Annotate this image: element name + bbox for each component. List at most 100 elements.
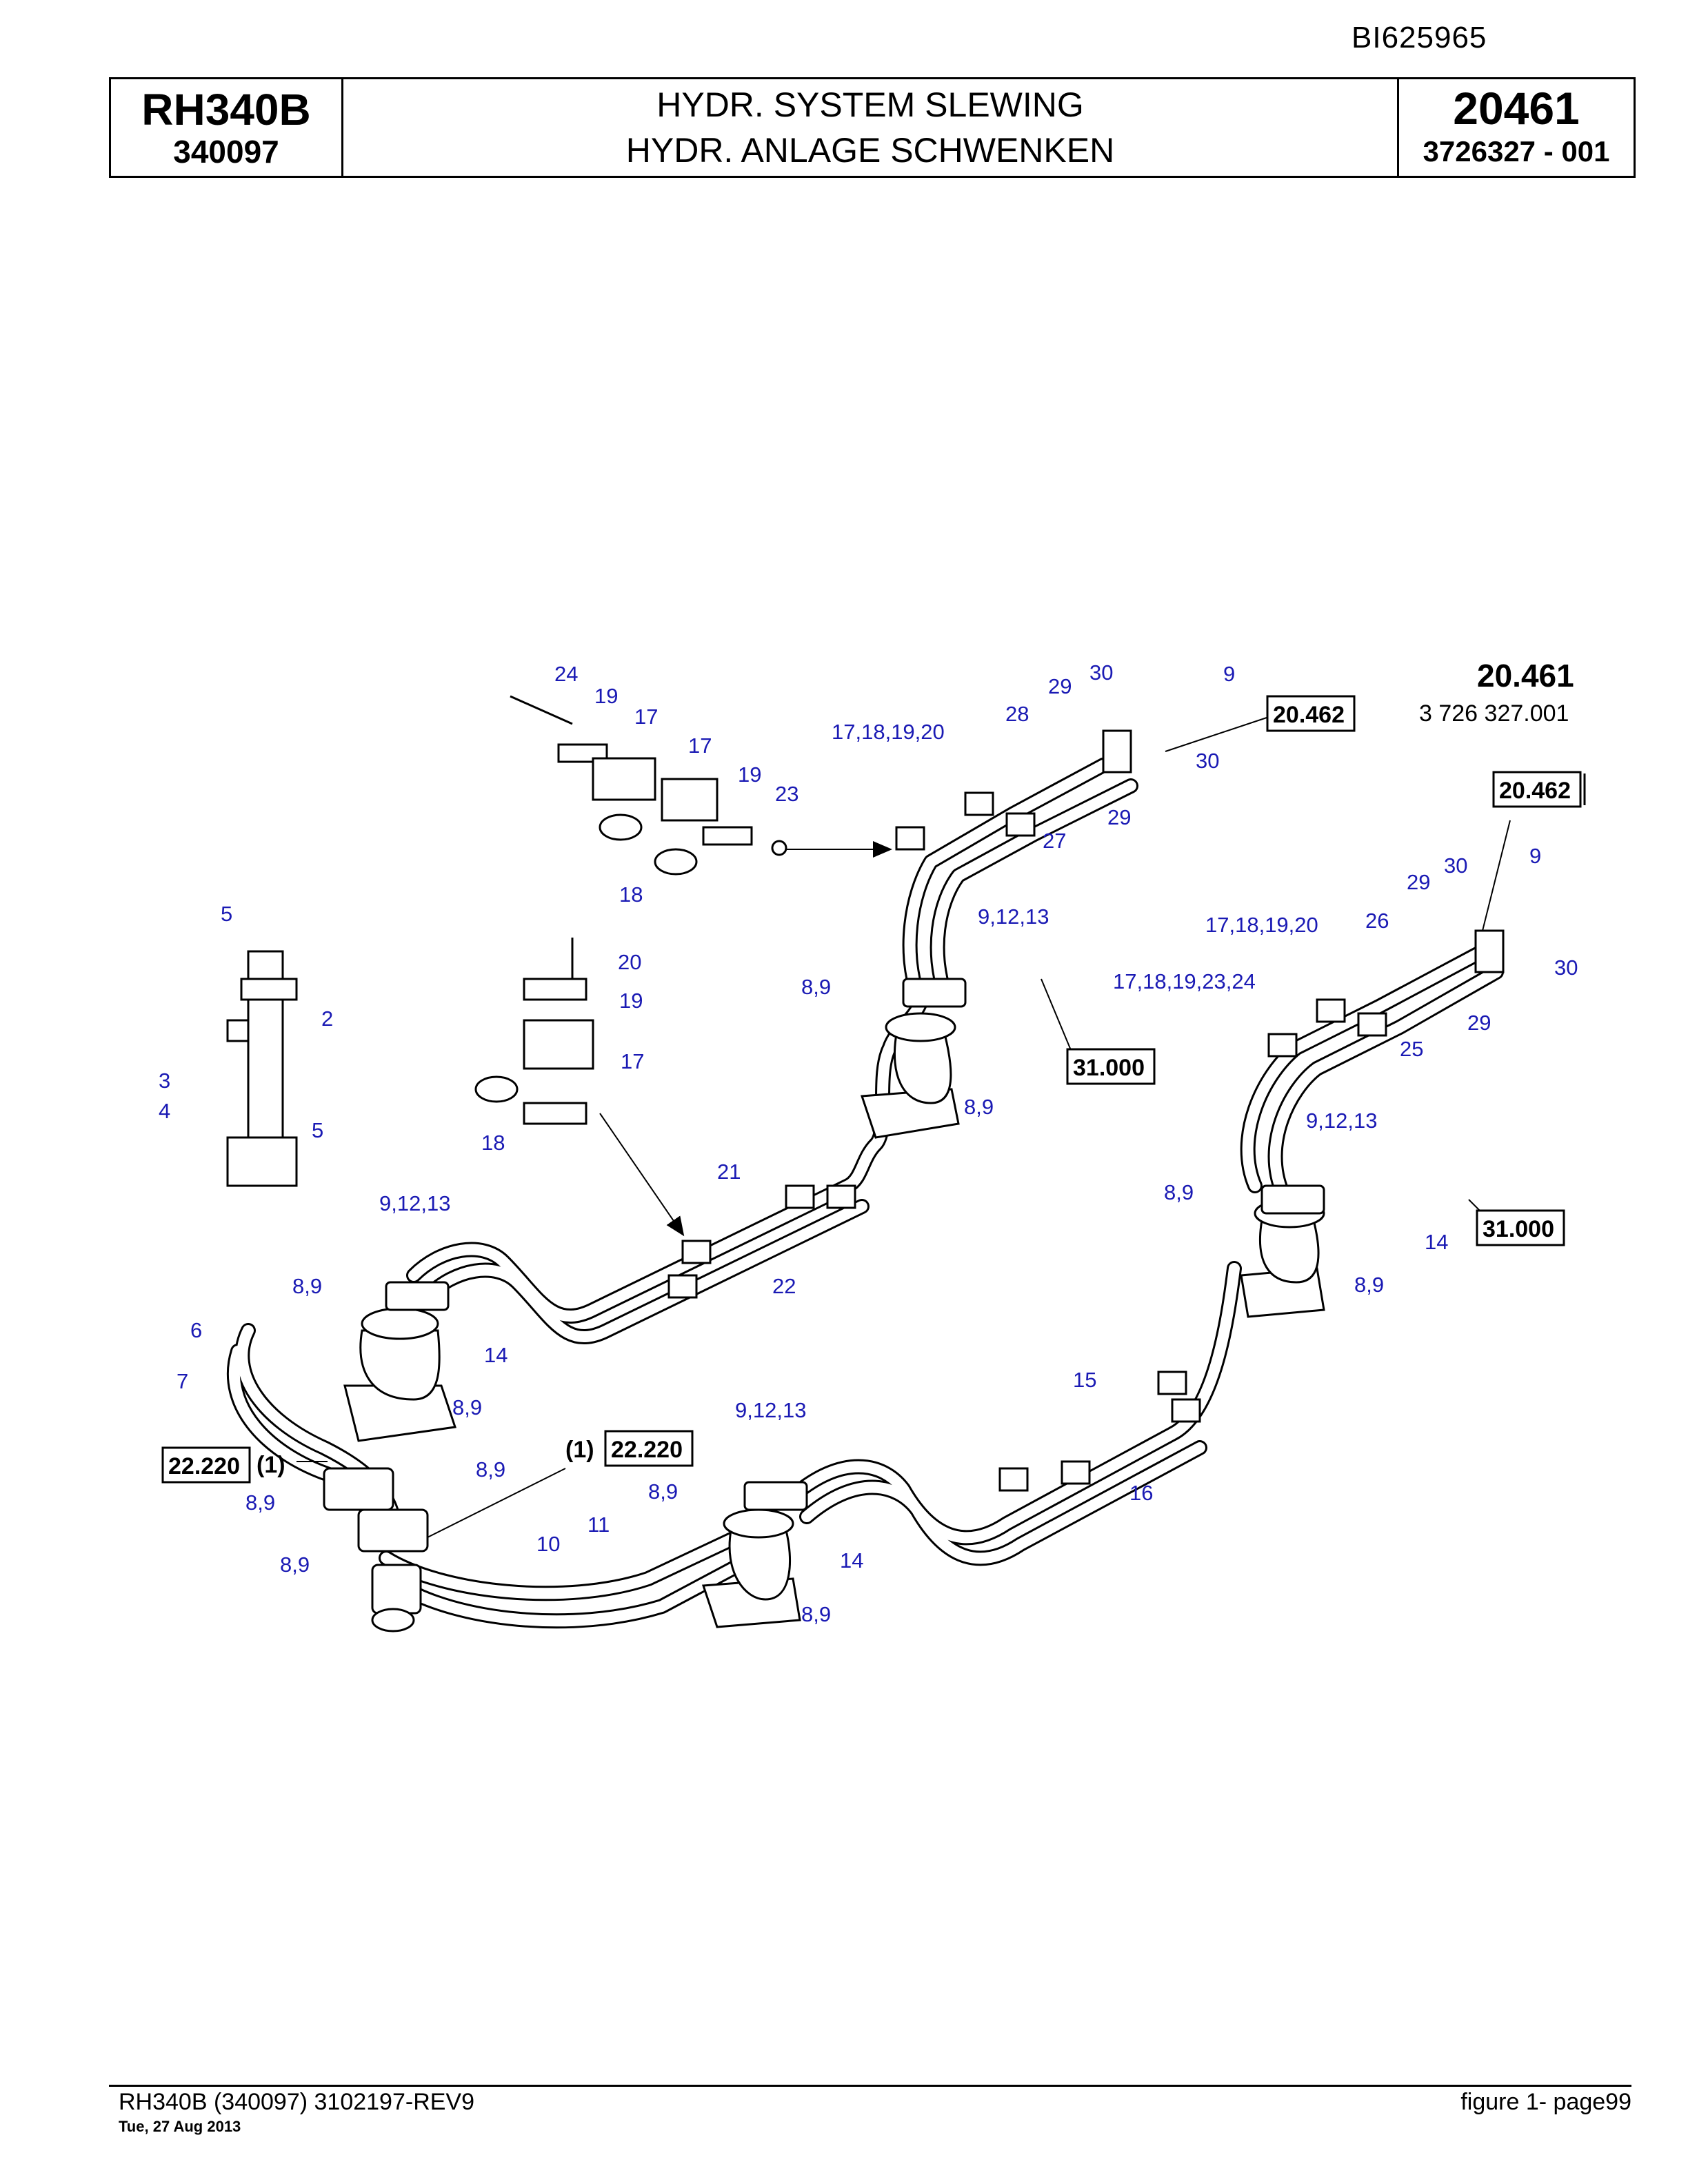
footer-page: figure 1- page99 (1460, 2089, 1631, 2115)
callout-14: 14 (484, 1343, 508, 1367)
callout-9-12-13: 9,12,13 (1306, 1109, 1377, 1133)
callout-11: 11 (587, 1513, 610, 1537)
slewing-motors (323, 978, 1325, 1632)
footer-date: Tue, 27 Aug 2013 (119, 2118, 241, 2135)
callout-9-12-13: 9,12,13 (379, 1191, 450, 1215)
footer-document-ref: RH340B (340097) 3102197-REV9 (119, 2089, 475, 2115)
callout-15: 15 (1073, 1368, 1096, 1392)
callout-17: 17 (621, 1049, 644, 1073)
title-cell: HYDR. SYSTEM SLEWING HYDR. ANLAGE SCHWEN… (343, 79, 1399, 176)
title-english: HYDR. SYSTEM SLEWING (656, 85, 1084, 124)
group-number: 20461 (1453, 83, 1580, 134)
group-cell: 20461 3726327 - 001 (1399, 79, 1634, 176)
callout-21: 21 (717, 1160, 741, 1184)
callout-17-18-19-20: 17,18,19,20 (832, 720, 945, 744)
callout-28: 28 (1005, 702, 1029, 726)
callout-9: 9 (1223, 662, 1235, 686)
callout-29: 29 (1467, 1011, 1491, 1035)
svg-text:22.220: 22.220 (611, 1437, 683, 1463)
svg-text:20.462: 20.462 (1273, 702, 1345, 728)
footer-divider (109, 2085, 1631, 2087)
svg-text:(1): (1) (565, 1437, 594, 1463)
callout-4: 4 (159, 1099, 170, 1123)
leader-lines (297, 716, 1511, 1538)
cross-references: 20.462 20.462 31.000 31.000 22.220 (1) (… (161, 695, 1586, 1484)
figure-group-code: 3 726 327.001 (1419, 700, 1569, 727)
callout-9: 9 (1529, 844, 1541, 868)
callout-30: 30 (1196, 749, 1219, 773)
callout-8-9: 8,9 (648, 1479, 678, 1504)
svg-text:31.000: 31.000 (1483, 1216, 1554, 1242)
callout-17: 17 (634, 705, 658, 729)
callout-17-18-19-20: 17,18,19,20 (1205, 913, 1318, 937)
svg-text:20.462: 20.462 (1499, 778, 1571, 804)
callout-8-9: 8,9 (452, 1395, 482, 1419)
callout-2: 2 (321, 1007, 333, 1031)
callout-8-9: 8,9 (1354, 1273, 1384, 1297)
callout-19: 19 (594, 684, 618, 708)
clamp-detail-middle (474, 938, 594, 1125)
callout-8-9: 8,9 (964, 1095, 994, 1119)
svg-text:(1): (1) (257, 1452, 285, 1478)
pipe-clamps (667, 729, 1505, 1492)
title-german: HYDR. ANLAGE SCHWENKEN (625, 131, 1115, 170)
callout-29: 29 (1407, 870, 1430, 894)
callout-23: 23 (775, 782, 798, 806)
part-number: 3726327 - 001 (1423, 135, 1610, 168)
callout-8-9: 8,9 (801, 975, 831, 999)
ref-box-22-220-left: 22.220 (1) (161, 1446, 285, 1484)
callout-29: 29 (1048, 674, 1072, 698)
svg-text:22.220: 22.220 (168, 1453, 240, 1479)
callout-6: 6 (190, 1318, 202, 1342)
title-block: RH340B 340097 HYDR. SYSTEM SLEWING HYDR.… (109, 77, 1636, 178)
motor-top-center (860, 978, 967, 1139)
callout-5: 5 (312, 1118, 323, 1142)
motor-right (1240, 1184, 1325, 1318)
motor-left (343, 1281, 456, 1442)
callout-25: 25 (1400, 1037, 1423, 1061)
motor-bottom-center (701, 1481, 808, 1628)
ref-box-31-000-center: 31.000 (1066, 1048, 1156, 1085)
document-id: BI625965 (1352, 21, 1487, 54)
hose-lines (227, 758, 1504, 1629)
callout-19: 19 (738, 762, 761, 787)
ref-box-31-000-right: 31.000 (1476, 1209, 1565, 1246)
callout-8-9: 8,9 (245, 1490, 275, 1515)
callout-18: 18 (481, 1131, 505, 1155)
ref-box-20-462-top: 20.462 (1266, 695, 1356, 732)
callout-18: 18 (619, 882, 643, 907)
ref-box-22-220-center: (1) 22.220 (565, 1430, 694, 1467)
callout-27: 27 (1043, 829, 1066, 853)
callout-14: 14 (840, 1548, 863, 1573)
callout-8-9: 8,9 (280, 1553, 310, 1577)
clamp-detail-top (510, 695, 787, 876)
callouts: 24 19 17 17 19 23 18 20 19 17 18 5 2 3 4… (159, 660, 1578, 1626)
callout-8-9: 8,9 (476, 1457, 505, 1482)
callout-8-9: 8,9 (1164, 1180, 1194, 1204)
machine-model: RH340B (141, 85, 311, 134)
machine-cell: RH340B 340097 (111, 79, 343, 176)
callout-17: 17 (688, 734, 712, 758)
callout-8-9: 8,9 (801, 1602, 831, 1626)
callout-20: 20 (618, 950, 641, 974)
callout-9-12-13: 9,12,13 (978, 904, 1049, 929)
callout-30: 30 (1554, 956, 1578, 980)
ref-box-20-462-right: 20.462 (1492, 771, 1586, 808)
callout-22: 22 (772, 1274, 796, 1298)
callout-29: 29 (1107, 805, 1131, 829)
callout-3: 3 (159, 1069, 170, 1093)
callout-7: 7 (177, 1369, 188, 1393)
callout-10: 10 (536, 1532, 560, 1556)
callout-24: 24 (554, 662, 578, 686)
callout-8-9: 8,9 (292, 1274, 322, 1298)
callout-14: 14 (1425, 1230, 1448, 1254)
distributor-block (323, 1467, 429, 1632)
callout-9-12-13: 9,12,13 (735, 1398, 806, 1422)
callout-30: 30 (1089, 660, 1113, 685)
callout-30: 30 (1444, 853, 1467, 878)
machine-serial: 340097 (173, 134, 279, 170)
callout-16: 16 (1129, 1481, 1153, 1505)
support-stand (226, 950, 298, 1187)
callout-19: 19 (619, 989, 643, 1013)
callout-5: 5 (221, 902, 232, 926)
